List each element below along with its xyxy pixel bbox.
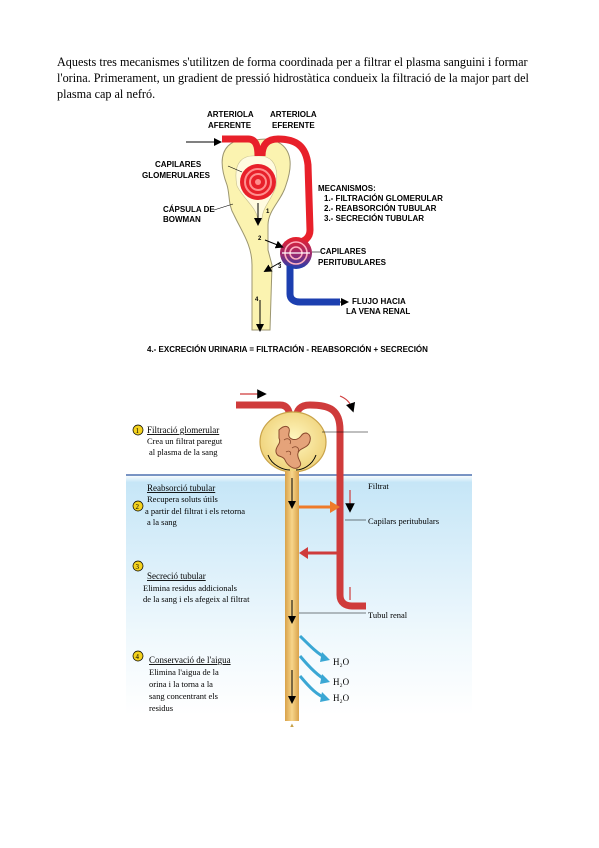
step-2-title: Reabsorció tubular [147,483,215,493]
label-arteriola-aferente-2: AFERENTE [208,121,252,130]
water-arrows [298,634,330,702]
step-4-desc-4: residus [149,703,173,713]
step-4-number: 4 [136,653,140,661]
efferent-arteriole [258,135,314,246]
step-1-desc-1: Crea un filtrat paregut [147,436,223,446]
label-capilares-glomerulares-2: GLOMERULARES [142,171,211,180]
peritubular-capillaries [280,237,312,269]
step-1-number: 1 [136,427,140,435]
label-tubul-renal: Tubul renal [368,610,408,620]
step-number-3: 3 [278,264,282,270]
svg-text:▲: ▲ [289,723,295,729]
renal-tubule [285,471,299,721]
renal-vein-path [286,266,340,306]
label-filtrat: Filtrat [368,481,389,491]
label-arteriola-eferente-1: ARTERIOLA [270,110,317,119]
water-label-1: H₂O [333,657,350,667]
mecanismo-3: 3.- SECRECIÓN TUBULAR [324,214,424,223]
glomerulus-capsule [259,411,327,473]
step-number-2: 2 [258,236,262,242]
water-label-3: H₂O [333,693,350,703]
step-1-label: 1 Filtració glomerular Crea un filtrat p… [132,424,223,457]
step-number-4: 4 [255,297,259,303]
glomerulus [240,164,276,200]
step-4-desc-2: orina i la torna a la [149,679,213,689]
diagram-1: 1 2 3 4 ARTERIOLA AFERENTE ARTERIOLA EFE… [142,110,443,354]
step-2-desc-2: a partir del filtrat i els retorna [145,506,245,516]
step-3-desc-1: Elimina residus addicionals [143,583,237,593]
water-label-2: H₂O [333,677,350,687]
label-capilares-peritubulares-1: CAPILARES [320,247,367,256]
step-3-desc-2: de la sang i els afegeix al filtrat [143,594,250,604]
step-4-title: Conservació de l'aigua [149,655,231,665]
step-4-desc-3: sang concentrant els [149,691,218,701]
mecanismo-2: 2.- REABSORCIÓN TUBULAR [324,204,437,213]
formula-excrecion: 4.- EXCRECIÓN URINARIA = FILTRACIÓN - RE… [147,345,428,354]
mecanismo-1: 1.- FILTRACIÓN GLOMERULAR [324,194,443,203]
step-4-desc-1: Elimina l'aigua de la [149,667,219,677]
intro-paragraph: Aquests tres mecanismes s'utilitzen de f… [57,55,529,101]
step-1-desc-2: al plasma de la sang [149,447,218,457]
step-3-title: Secreció tubular [147,571,206,581]
afferent-arteriole [222,135,262,157]
step-4-label: 4 Conservació de l'aigua Elimina l'aigua… [132,650,231,713]
step-2-desc-1: Recupera soluts útils [147,494,218,504]
step-2-number: 2 [136,503,140,511]
mecanismos-title: MECANISMOS: [318,184,376,193]
label-arteriola-aferente-1: ARTERIOLA [207,110,254,119]
label-capsula-bowman-1: CÁPSULA DE [163,205,215,214]
label-flujo-1: FLUJO HACIA [352,297,406,306]
step-1-title: Filtració glomerular [147,425,219,435]
step-3-label: 3 Secreció tubular Elimina residus addic… [132,560,250,604]
label-capilares-glomerulares-1: CAPILARES [155,160,202,169]
step-3-number: 3 [136,563,140,571]
label-flujo-2: LA VENA RENAL [346,307,410,316]
step-number-1: 1 [266,209,270,215]
step-2-desc-3: a la sang [147,517,177,527]
label-capsula-bowman-2: BOWMAN [163,215,201,224]
step-2-label: Reabsorció tubular 2 Recupera soluts úti… [132,483,245,527]
label-capilars-peritubulars: Capilars peritubulars [368,516,439,526]
diagram-2: ▲ H₂O H₂O H₂O Filtrat [126,389,472,729]
label-arteriola-eferente-2: EFERENTE [272,121,315,130]
label-capilares-peritubulares-2: PERITUBULARES [318,258,387,267]
